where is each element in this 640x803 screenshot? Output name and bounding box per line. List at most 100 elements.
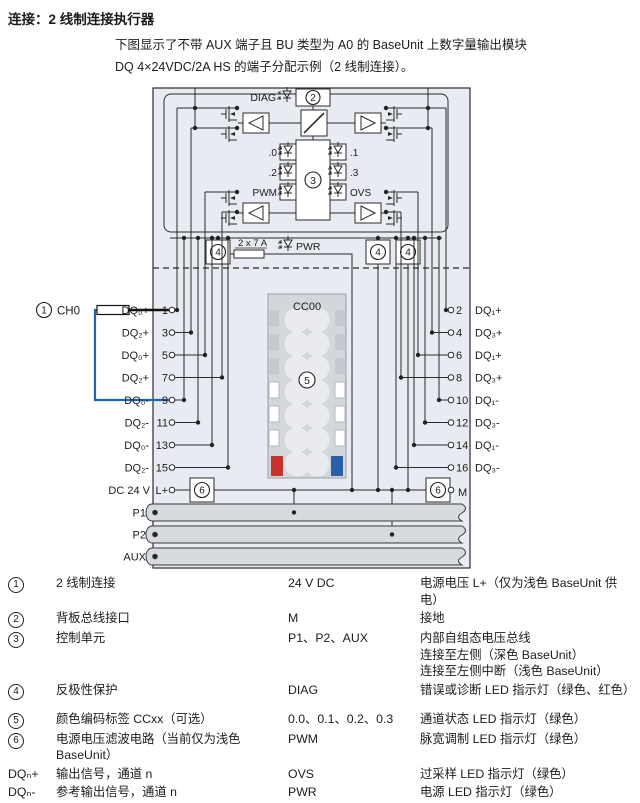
svg-text:.1: .1 — [350, 148, 359, 159]
callout-number: 6 — [8, 732, 24, 749]
junction-dot — [225, 465, 231, 470]
terminal-point — [168, 419, 176, 426]
terminal-label: DQ₁+ — [475, 305, 502, 317]
control-unit: 3 .0 .2 PWM .1 .3 OVS — [253, 139, 371, 221]
terminal-point — [168, 351, 176, 359]
legend-description: 控制单元 — [56, 631, 106, 645]
terminal-point — [168, 374, 176, 381]
terminal-number: 10 — [456, 395, 468, 407]
backplane-bus-interface: 2 DIAG — [250, 86, 331, 137]
terminal-point — [447, 464, 455, 471]
terminal-number: 9 — [162, 395, 168, 407]
legend-signal: OVS — [288, 766, 314, 781]
red-coding-tab — [271, 456, 283, 476]
svg-text:M: M — [458, 487, 467, 499]
terminal-label: DQ₂+ — [122, 328, 149, 340]
pwr-label: PWR — [296, 241, 321, 253]
terminal-point — [447, 306, 455, 314]
junction-dots — [181, 105, 442, 537]
svg-text:4: 4 — [215, 248, 221, 259]
junction-dot — [188, 330, 194, 335]
legend-meaning: 电源电压 L+（仅为浅色 BaseUnit 供电） — [420, 576, 618, 607]
terminal-number: 2 — [456, 305, 462, 317]
label-side-tabs — [268, 310, 346, 476]
terminal-number: 14 — [456, 440, 468, 452]
legend-description: 颜色编码标签 CCxx（可选） — [56, 711, 213, 726]
junction-dot — [415, 352, 421, 358]
legend-symbol: 6 — [8, 731, 54, 764]
terminal-label: DQ₁+ — [475, 350, 502, 362]
terminal-point — [447, 396, 455, 404]
legend-meaning: 电源 LED 指示灯（绿色） — [420, 785, 562, 799]
legend-meaning: 内部自组态电压总线 连接至左侧（深色 BaseUnit） 连接至左侧中断（浅色 … — [420, 631, 609, 678]
signal-symbol: DQₙ- — [8, 785, 36, 799]
junction-dot — [422, 420, 428, 425]
terminal-point — [447, 351, 455, 359]
legend-description: 背板总线接口 — [56, 611, 130, 625]
wiring-diagram: 1 CH0 2 DIAG 3 .0 — [35, 86, 502, 569]
fuse-label: 2 x 7 A — [238, 238, 268, 249]
svg-text:6: 6 — [435, 486, 441, 497]
terminal-label: DQ₁- — [475, 395, 499, 407]
callout-6-right: 6 — [425, 477, 451, 503]
svg-text:4: 4 — [375, 248, 381, 259]
terminals-left: 1DQ₀+3DQ₂+5DQ₀+7DQ₂+9DQ₀-11DQ₂-13DQ₀-15D… — [122, 108, 231, 475]
legend-meaning: 脉宽调制 LED 指示灯（绿色） — [420, 731, 587, 746]
legend-signal: PWR — [288, 785, 317, 799]
svg-text:PWM: PWM — [253, 188, 277, 199]
terminal-number: 1 — [162, 305, 168, 317]
terminal-label: DQ₂+ — [122, 373, 149, 385]
fuse-symbol — [233, 249, 265, 259]
page: { "page": { "title": "连接：2 线制连接执行器", "in… — [8, 12, 636, 799]
svg-text:3: 3 — [310, 175, 316, 187]
page-title: 连接：2 线制连接执行器 — [8, 12, 155, 27]
terminal-point — [168, 464, 176, 471]
terminal-number: 4 — [456, 328, 462, 340]
terminal-number: 3 — [162, 328, 168, 340]
legend-description: 反极性保护 — [56, 682, 118, 697]
callout-number: 3 — [8, 632, 24, 648]
legend-symbol: 3 — [8, 630, 54, 680]
legend-meaning: 过采样 LED 指示灯（绿色） — [420, 766, 574, 781]
terminal-label: DQ₃- — [475, 463, 500, 475]
callout-6-left: 6 — [189, 477, 215, 503]
junction-dot — [429, 330, 435, 335]
junction-dot — [181, 397, 187, 403]
terminal-point — [447, 419, 455, 426]
svg-text:AUX: AUX — [123, 552, 146, 564]
legend-symbol: 4 — [8, 682, 54, 700]
legend-symbol: 2 — [8, 610, 54, 628]
svg-text:.3: .3 — [350, 168, 359, 179]
polarity-protection-row: 4 2 x 7 A PWR 4 4 — [205, 235, 421, 265]
svg-text:OVS: OVS — [350, 188, 371, 199]
terminal-label: DQ₀- — [124, 395, 149, 407]
legend-description: 2 线制连接 — [56, 576, 116, 590]
svg-text:P2: P2 — [133, 530, 146, 542]
legend-description: 输出信号，通道 n — [56, 766, 153, 781]
legend-signal: 24 V DC — [288, 576, 335, 590]
terminal-label: DQ₃+ — [475, 328, 502, 340]
svg-text:6: 6 — [199, 486, 205, 497]
ch0-wire-blue — [93, 308, 169, 402]
svg-text:2: 2 — [310, 93, 316, 104]
svg-text:1: 1 — [41, 306, 47, 317]
terminal-point — [447, 441, 455, 449]
legend-signal: P1、P2、AUX — [288, 631, 368, 645]
terminal-point — [447, 374, 455, 381]
terminal-point — [168, 306, 176, 314]
terminal-number: 11 — [157, 418, 168, 430]
terminal-label: DQ₁- — [475, 440, 499, 452]
terminal-number: 13 — [156, 440, 168, 452]
junction-dot — [209, 442, 215, 448]
terminal-number: 5 — [162, 350, 168, 362]
svg-text:.2: .2 — [269, 168, 278, 179]
intro-text: 下图显示了不带 AUX 端子且 BU 类型为 A0 的 BaseUnit 上数字… — [115, 38, 527, 74]
terminal-number: 7 — [162, 373, 168, 385]
legend-signal: M — [288, 611, 299, 625]
diag-label: DIAG — [250, 92, 276, 104]
supply-row: DC 24 V L+ 6 6 M — [108, 477, 467, 503]
